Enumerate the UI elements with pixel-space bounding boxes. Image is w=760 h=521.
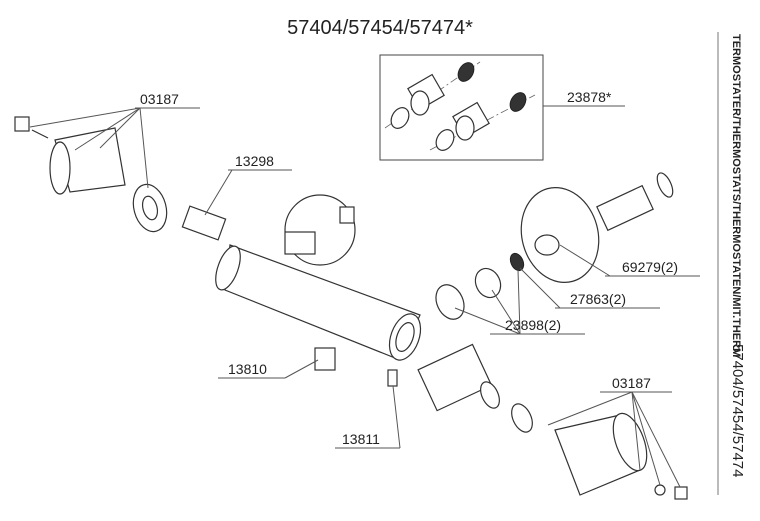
label-13810: 13810 [218, 359, 319, 379]
part-number: 69279(2) [622, 259, 678, 275]
diagram-title: 57404/57454/57474* [287, 17, 473, 39]
part-number: 23878* [567, 89, 612, 105]
label-13811: 13811 [335, 385, 401, 449]
label-13298: 13298 [204, 153, 292, 216]
handle-bottom [554, 412, 688, 500]
part-number: 27863(2) [570, 291, 626, 307]
union-parts [435, 252, 525, 320]
label-03187-top: 03187 [29, 91, 200, 189]
part-number: 13810 [228, 361, 267, 377]
label-69279: 69279(2) [559, 244, 700, 277]
screw-shape [387, 369, 398, 387]
cartridge-large [417, 343, 533, 433]
part-number: 23898(2) [505, 317, 561, 333]
side-category: TERMOSTATER/THERMOSTATS/THERMOSTATEN/MIT… [730, 34, 742, 357]
thermostat-body [215, 194, 422, 361]
label-23878: 23878* [543, 89, 625, 107]
cover-plate-shape [520, 172, 674, 283]
side-models: 57404/57454/57474 [729, 344, 746, 477]
part-number: 13298 [235, 153, 274, 169]
handle-top [14, 116, 227, 241]
label-23898: 23898(2) [454, 269, 585, 335]
label-03187-bottom: 03187 [547, 375, 681, 488]
stopper-shape [314, 347, 336, 371]
part-number: 03187 [612, 375, 651, 391]
inset-box [379, 54, 544, 161]
label-27863: 27863(2) [519, 267, 660, 309]
part-number: 13811 [342, 431, 380, 447]
inlet-fittings [384, 61, 536, 151]
part-number: 03187 [140, 91, 179, 107]
